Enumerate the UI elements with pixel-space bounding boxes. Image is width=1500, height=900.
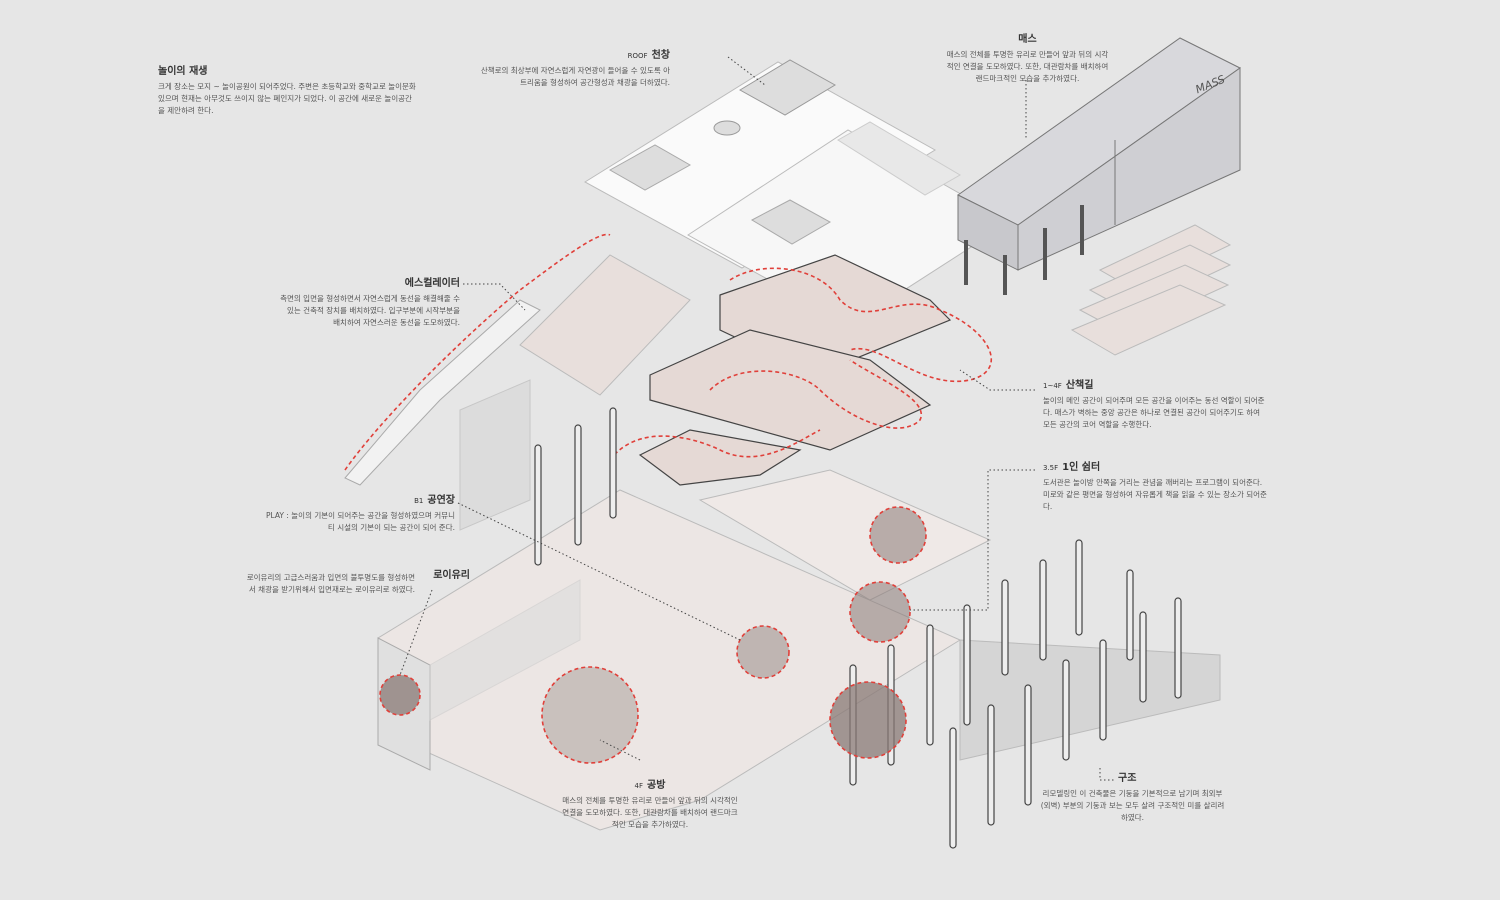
intro-body: 크게 장소는 모지 ~ 놀이공원이 되어주었다. 주변은 초등학교와 중학교로 … [158, 82, 416, 115]
lowe-title: 로이유리 [433, 570, 470, 581]
mass-title: 매스 [1018, 34, 1037, 45]
roof-prefix: ROOF [627, 52, 648, 60]
theater-body: PLAY : 놀이의 기본이 되어주는 공간을 형성하였으며 커뮤니티 시설의 … [265, 511, 455, 532]
escalator [344, 254, 691, 486]
workshop-prefix: 4F [634, 782, 644, 790]
escalator-title: 에스컬레이터 [404, 278, 460, 289]
walkway-prefix: 1~4F [1043, 382, 1062, 390]
lowe-glass-note: 로이유리 로이유리의 고급스러움과 입면의 불투명도를 형성하면서 채광을 받기… [245, 570, 470, 596]
shelter-body: 도서관은 놀이방 안쪽을 거리는 관념을 깨버리는 프로그램이 되어준다. 미로… [1043, 478, 1267, 511]
structure-body: 리모델링인 이 건축물은 기둥을 기본적으로 남기며 최외부(외벽) 부분의 기… [1040, 789, 1225, 822]
walkway-body: 놀이의 메인 공간이 되어주며 모든 공간을 이어주는 동선 역할이 되어준다.… [1043, 396, 1265, 429]
roof-slab-upper [584, 59, 936, 269]
escalator-note: 에스컬레이터 측면의 입면을 형성하면서 자연스럽게 동선을 해결해줄 수 있는… [280, 278, 460, 329]
walkway-path-lines [344, 233, 992, 471]
shelter-title: 1인 쉼터 [1062, 462, 1101, 473]
workshop-body: 매스의 전체를 투명한 유리로 만들어 앞과 뒤의 시각적인 연결을 도모하였다… [562, 796, 738, 829]
structure-note: 구조 리모델링인 이 건축물은 기둥을 기본적으로 남기며 최외부(외벽) 부분… [1040, 773, 1225, 824]
escalator-body: 측면의 입면을 형성하면서 자연스럽게 동선을 해결해줄 수 있는 건축적 장치… [280, 294, 460, 327]
workshop-title: 공방 [647, 780, 666, 791]
theater-title: 공연장 [427, 495, 455, 506]
mass-body: 매스의 전체를 투명한 유리로 만들어 앞과 뒤의 시각적인 연결을 도모하였다… [946, 50, 1109, 83]
structure-columns [534, 407, 1182, 849]
side-slab-stack [1070, 224, 1232, 356]
theater-prefix: B1 [414, 497, 424, 505]
walkway-title: 산책길 [1065, 380, 1094, 391]
roof-title: 천창 [651, 50, 670, 61]
shelter-prefix: 3.5F [1043, 464, 1059, 472]
mass-building [957, 37, 1241, 295]
roof-body: 산책로의 최상부에 자연스럽게 자연광이 들어올 수 있도록 아트리움을 형성하… [480, 66, 670, 87]
structure-title: 구조 [1118, 773, 1137, 784]
intro-title: 놀이의 재생 [158, 66, 208, 77]
mass-note: 매스 매스의 전체를 투명한 유리로 만들어 앞과 뒤의 시각적인 연결을 도모… [945, 34, 1110, 85]
highlight-circles [379, 506, 927, 764]
walkway-floors [638, 254, 952, 486]
lowe-body: 로이유리의 고급스러움과 입면의 불투명도를 형성하면서 채광을 받기위해서 입… [246, 573, 415, 594]
base-building [377, 379, 1221, 831]
intro-note: 놀이의 재생 크게 장소는 모지 ~ 놀이공원이 되어주었다. 주변은 초등학교… [158, 66, 418, 117]
roof-slab-lower [687, 121, 1011, 326]
leader-lines [399, 56, 1115, 781]
